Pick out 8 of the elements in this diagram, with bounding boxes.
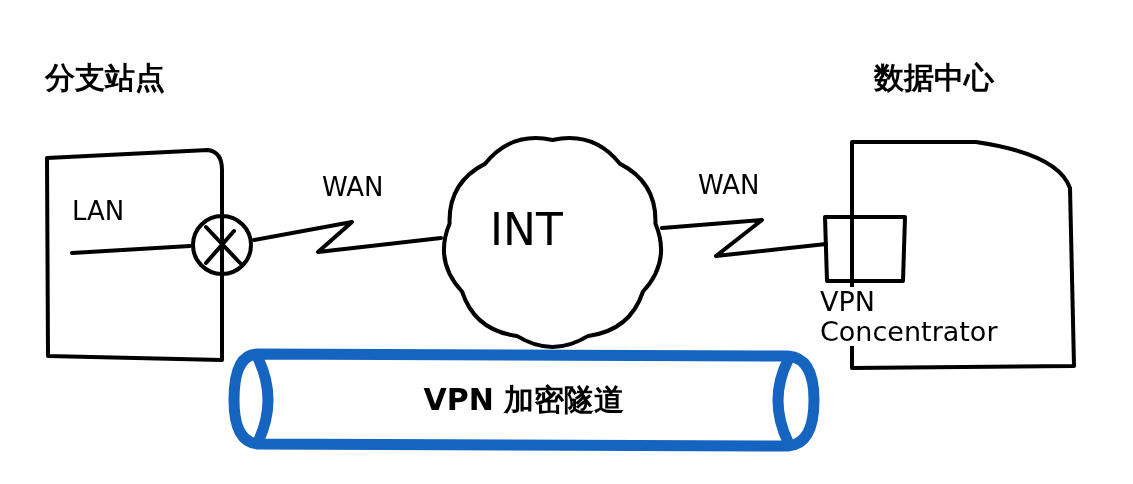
- tunnel-label: VPN 加密隧道: [422, 381, 626, 419]
- datacenter-heading: 数据中心: [874, 59, 994, 97]
- lan-line: [70, 244, 192, 255]
- site-heading: 分支站点: [45, 59, 165, 97]
- router-circle: [190, 213, 254, 277]
- tunnel-shape: [228, 346, 820, 454]
- lightning-link: [252, 220, 443, 254]
- cloud-label: INT: [490, 204, 563, 255]
